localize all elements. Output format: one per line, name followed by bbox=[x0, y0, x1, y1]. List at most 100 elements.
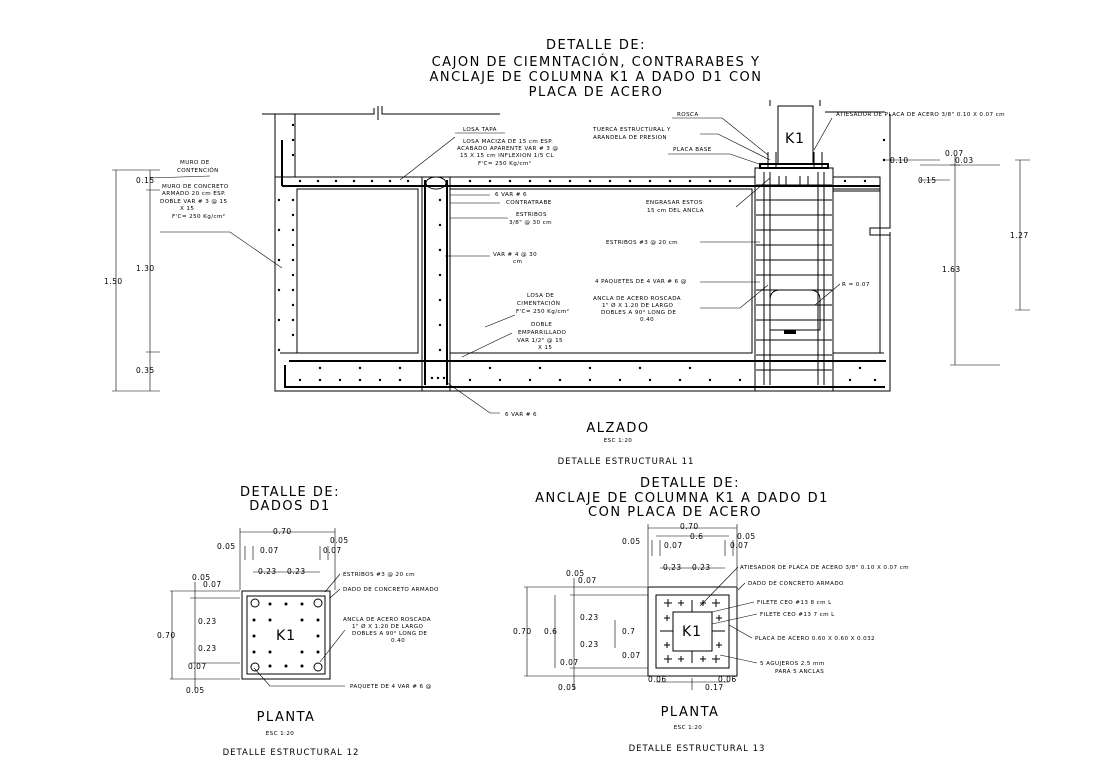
chamber-left bbox=[296, 188, 419, 354]
dim-015b: 0.15 bbox=[918, 176, 937, 185]
label-muro-concreto-4: X 15 bbox=[180, 206, 194, 212]
label-muro-2: CONTENCIÓN bbox=[177, 167, 219, 174]
label-r007: R = 0.07 bbox=[842, 282, 870, 288]
dados-label-dado: DADO DE CONCRETO ARMADO bbox=[343, 587, 439, 593]
anchor-bolts-top bbox=[767, 152, 823, 168]
dados-label-ancla-4: 0.40 bbox=[391, 638, 405, 644]
box-outline bbox=[274, 114, 891, 392]
dim-130: 1.30 bbox=[136, 264, 155, 273]
anclaje-v023b: 0.23 bbox=[580, 640, 599, 649]
dados-label-paquete: PAQUETE DE 4 VAR # 6 @ bbox=[350, 684, 432, 690]
dados-vdim-inner bbox=[190, 582, 240, 690]
leader-r007 bbox=[814, 283, 841, 306]
dados-v070: 0.70 bbox=[157, 631, 176, 640]
label-doble-1: DOBLE bbox=[531, 322, 552, 328]
dados-label-estribos: ESTRIBOS #3 @ 20 cm bbox=[343, 572, 415, 578]
label-muro-1: MURO DE bbox=[180, 160, 210, 166]
dados-leader-dado bbox=[329, 588, 341, 599]
dado-stirrups bbox=[756, 184, 832, 371]
dim-130-line bbox=[146, 170, 160, 391]
anclaje-d005b: 0.05 bbox=[737, 532, 756, 541]
anclaje-plan: DETALLE DE: ANCLAJE DE COLUMNA K1 A DADO… bbox=[513, 476, 909, 754]
anclaje-leader-dado bbox=[737, 582, 746, 591]
anclaje-v07: 0.7 bbox=[622, 627, 635, 636]
label-var6-bottom: 6 VAR # 6 bbox=[505, 412, 537, 418]
label-ancla-3: DOBLES A 90° LONG DE bbox=[601, 310, 676, 316]
anclaje-v007c: 0.07 bbox=[560, 658, 579, 667]
elevation-view: K1 1.50 0.15 1.30 0.35 0.10 0.07 0.03 bbox=[104, 100, 1030, 467]
top-title-line-1: DETALLE DE: bbox=[546, 38, 646, 53]
contratrabe-outline bbox=[421, 177, 451, 391]
label-losa-cim-1: LOSA DE bbox=[527, 293, 554, 299]
dados-k1-label: K1 bbox=[276, 628, 296, 644]
dados-vdim-070 bbox=[170, 590, 240, 680]
anclaje-label-dado: DADO DE CONCRETO ARMADO bbox=[748, 581, 844, 587]
elevation-right-dims: 0.10 0.07 0.03 0.15 1.27 1.63 bbox=[884, 149, 1030, 366]
dim-015: 0.15 bbox=[136, 176, 155, 185]
anclaje-title-1: DETALLE DE: bbox=[640, 476, 740, 491]
dim-010: 0.10 bbox=[890, 156, 909, 165]
leader-doble bbox=[461, 332, 513, 358]
label-var4-1: VAR # 4 @ 30 bbox=[493, 252, 537, 258]
elevation-scale: ESC 1:20 bbox=[604, 438, 633, 444]
dados-v007b: 0.07 bbox=[188, 662, 207, 671]
anclaje-label-atiesador: ATIESADOR DE PLACA DE ACERO 3/8" 0.10 X … bbox=[740, 565, 909, 571]
lid-slab-bottom bbox=[275, 176, 881, 192]
grease-marks bbox=[778, 176, 809, 185]
label-placa-base: PLACA BASE bbox=[673, 147, 712, 153]
label-estribos-dado: ESTRIBOS #3 @ 20 cm bbox=[606, 240, 678, 246]
column-break bbox=[769, 100, 821, 106]
elevation-view-title: ALZADO bbox=[586, 421, 649, 436]
dim-150: 1.50 bbox=[104, 277, 123, 286]
dados-view-title: PLANTA bbox=[257, 710, 316, 725]
label-rosca: ROSCA bbox=[677, 112, 699, 118]
rebar-bottom bbox=[284, 365, 885, 388]
anclaje-bolts bbox=[664, 599, 722, 663]
label-engrasar-2: 15 cm DEL ANCLA bbox=[647, 208, 704, 214]
label-muro-concreto-5: F'C= 250 Kg/cm² bbox=[172, 213, 225, 220]
anclaje-dado-outer bbox=[647, 586, 738, 677]
anclaje-v005b: 0.05 bbox=[558, 683, 577, 692]
label-var4-2: cm bbox=[513, 259, 522, 265]
elevation-left-dims: 1.50 0.15 1.30 0.35 bbox=[104, 169, 160, 392]
dado-square-outer bbox=[241, 590, 331, 680]
dados-title-2: DADOS D1 bbox=[249, 499, 331, 514]
dados-d007b: 0.07 bbox=[323, 546, 342, 555]
label-contratrabe: CONTRATRABE bbox=[506, 200, 552, 206]
dados-label-ancla-3: DOBLES A 90° LONG DE bbox=[352, 631, 427, 637]
dim-035: 0.35 bbox=[136, 366, 155, 375]
detail-11-caption: DETALLE ESTRUCTURAL 11 bbox=[558, 457, 695, 467]
dim-003: 0.03 bbox=[955, 156, 974, 165]
anchor-nut bbox=[784, 330, 796, 334]
anclaje-bottom-dim bbox=[656, 678, 729, 690]
anclaje-leader-agujeros bbox=[719, 654, 758, 664]
anclaje-label-filete1: FILETE CEO #13 8 cm L bbox=[757, 600, 832, 606]
leader-var6-bottom bbox=[445, 381, 500, 414]
label-engrasar-1: ENGRASAR ESTOS bbox=[646, 200, 703, 206]
label-losa-cim-2: CIMENTACIÓN bbox=[517, 300, 560, 307]
dado-bars bbox=[252, 602, 320, 668]
leader-muro bbox=[149, 175, 211, 179]
dados-v023b: 0.23 bbox=[198, 644, 217, 653]
label-losa-tapa: LOSA TAPA bbox=[463, 127, 497, 133]
label-muro-concreto-1: MURO DE CONCRETO bbox=[162, 184, 229, 190]
dados-v023a: 0.23 bbox=[198, 617, 217, 626]
anclaje-view-title: PLANTA bbox=[661, 705, 720, 720]
dados-title-1: DETALLE DE: bbox=[240, 485, 340, 500]
rebar-lid bbox=[281, 140, 880, 187]
anclaje-label-placa: PLACA DE ACERO 0.60 X 0.60 X 0.032 bbox=[755, 636, 875, 642]
top-title: DETALLE DE: CAJON DE CIEMNTACIÓN, CONTRA… bbox=[429, 38, 761, 100]
anclaje-b006b: 0.06 bbox=[718, 675, 737, 684]
dado-column: K1 bbox=[754, 100, 834, 392]
dado-outline bbox=[754, 167, 834, 392]
column-k1-label: K1 bbox=[785, 131, 805, 147]
dados-dim-ticks bbox=[244, 546, 329, 560]
leader-losa-maciza bbox=[399, 136, 456, 181]
dim-127-line bbox=[1015, 159, 1030, 311]
leader-tuerca bbox=[700, 133, 771, 161]
ground-line bbox=[262, 106, 500, 120]
dados-d070: 0.70 bbox=[273, 527, 292, 536]
dados-d005a: 0.05 bbox=[217, 542, 236, 551]
anclaje-vdim-inner bbox=[554, 578, 648, 690]
